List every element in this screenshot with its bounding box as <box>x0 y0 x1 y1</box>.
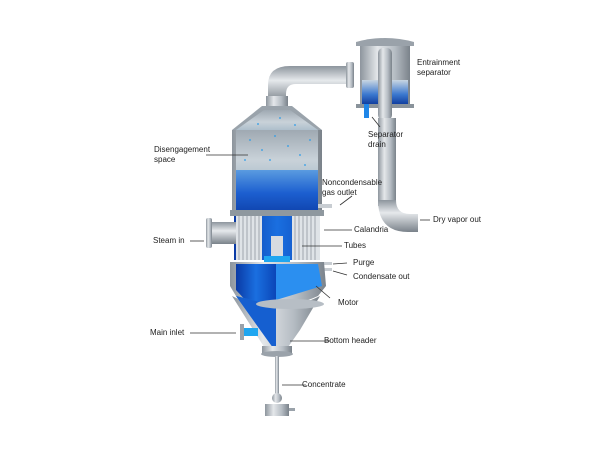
label-steam-in: Steam in <box>153 236 185 245</box>
vessel-upper <box>232 106 322 216</box>
calandria <box>230 204 332 271</box>
label-dry-vapor-out: Dry vapor out <box>433 215 482 224</box>
vessel-lower <box>230 262 326 352</box>
label-tubes: Tubes <box>344 241 366 250</box>
label-entrainment-separator: Entrainment separator <box>417 58 461 77</box>
label-concentrate: Concentrate <box>302 380 346 389</box>
entrainment-separator <box>356 38 418 232</box>
main-inlet-nozzle <box>240 324 258 340</box>
label-calandria: Calandria <box>354 225 389 234</box>
label-condensate-out: Condensate out <box>353 272 410 281</box>
label-separator-drain: Separator drain <box>368 130 404 149</box>
label-disengagement-space: Disengagement space <box>154 145 211 164</box>
label-main-inlet: Main inlet <box>150 328 185 337</box>
bottom-header <box>261 346 295 416</box>
label-bottom-header: Bottom header <box>324 336 377 345</box>
vapor-pipe <box>266 62 354 106</box>
label-noncondensable-gas-outlet: Noncondensable gas outlet <box>322 178 383 197</box>
label-motor: Motor <box>338 298 359 307</box>
tube-bundle-left <box>236 216 262 260</box>
steam-in-nozzle <box>206 218 236 248</box>
label-purge: Purge <box>353 258 375 267</box>
leader-lines <box>190 116 430 386</box>
tube-bundle-right <box>292 216 320 260</box>
